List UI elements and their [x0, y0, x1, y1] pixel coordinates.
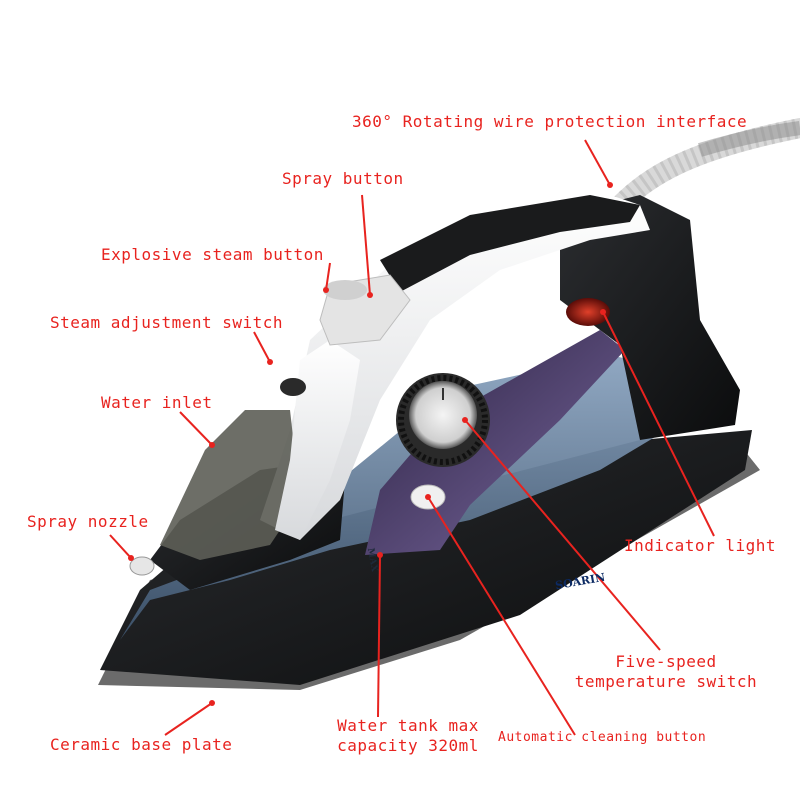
water-window	[160, 410, 300, 560]
label-spray-button: Spray button	[282, 169, 404, 188]
label-indicator-light: Indicator light	[624, 536, 776, 555]
label-spray-nozzle: Spray nozzle	[27, 512, 149, 531]
indicator-light	[566, 298, 610, 326]
spray-nozzle-tip	[129, 556, 155, 576]
label-water-tank-capacity: Water tank max capacity 320ml	[318, 716, 498, 756]
label-temperature-switch-line2: temperature switch	[574, 672, 758, 691]
label-ceramic-base-plate: Ceramic base plate	[50, 735, 233, 754]
iron-handle	[260, 195, 650, 540]
label-explosive-steam-button: Explosive steam button	[101, 245, 324, 264]
label-temperature-switch-line1: Five-speed	[615, 652, 717, 671]
label-temperature-switch: Five-speed temperature switch	[566, 652, 766, 692]
label-cleaning-button: Automatic cleaning button	[498, 730, 707, 745]
label-wire-interface: 360° Rotating wire protection interface	[352, 112, 748, 131]
handle-top-grip	[380, 195, 640, 292]
temperature-dial[interactable]	[396, 373, 490, 467]
label-water-inlet: Water inlet	[101, 393, 213, 412]
iron-lower-body	[100, 430, 752, 685]
rear-housing	[560, 195, 740, 440]
explosive-steam-button[interactable]	[323, 280, 367, 300]
steam-adjustment-switch[interactable]	[280, 378, 306, 396]
annotation-leader-lines	[109, 139, 715, 736]
front-neck	[275, 340, 360, 540]
annotation-dots	[128, 182, 613, 706]
label-steam-adjustment-switch: Steam adjustment switch	[50, 313, 284, 332]
label-water-tank-line2: capacity 320ml	[337, 736, 479, 755]
label-water-tank-line1: Water tank max	[337, 716, 479, 735]
power-cord	[610, 118, 800, 215]
